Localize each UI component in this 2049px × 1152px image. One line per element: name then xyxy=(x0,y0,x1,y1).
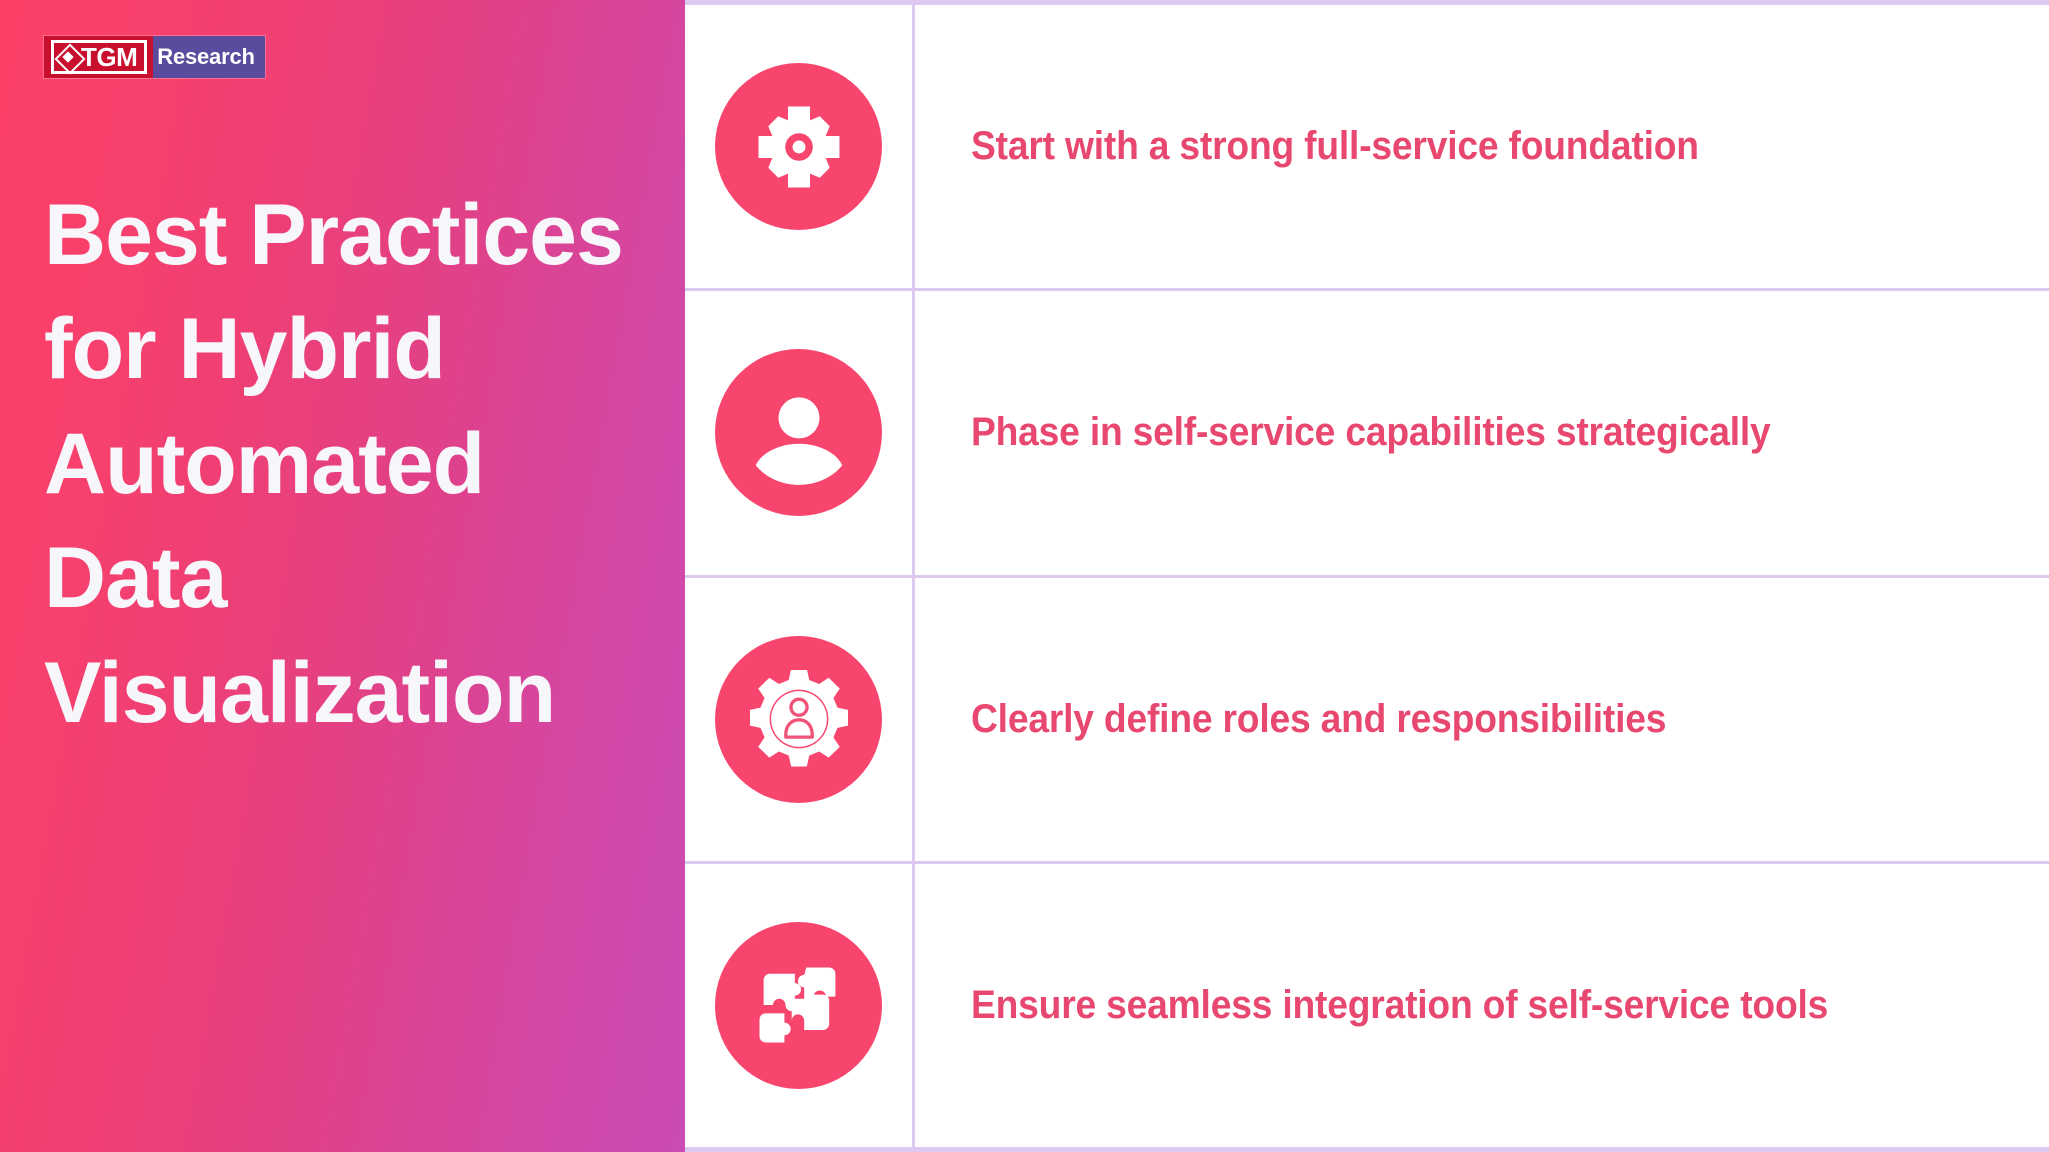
logo-secondary-text: Research xyxy=(157,44,255,69)
gear-user-icon xyxy=(749,670,848,767)
brand-logo: TGM Research xyxy=(44,36,265,78)
row-label: Start with a strong full-service foundat… xyxy=(971,124,1699,169)
best-practices-table: Start with a strong full-service foundat… xyxy=(685,0,2049,1152)
logo-primary-text: TGM xyxy=(81,42,138,72)
row-label: Phase in self-service capabilities strat… xyxy=(971,410,1771,455)
gear-icon xyxy=(758,106,839,188)
hero-panel: TGM Research Best Practices for Hybrid A… xyxy=(0,0,685,1152)
user-icon xyxy=(755,397,842,485)
table-row: Phase in self-service capabilities strat… xyxy=(685,291,2049,578)
row-label: Ensure seamless integration of self-serv… xyxy=(971,982,1829,1027)
row-icon-cell xyxy=(685,291,915,575)
row-text-cell: Ensure seamless integration of self-serv… xyxy=(915,863,2049,1147)
logo-primary-block: TGM xyxy=(44,36,154,78)
logo-primary-frame: TGM xyxy=(51,40,148,74)
icon-badge xyxy=(715,63,882,231)
row-icon-cell xyxy=(685,863,915,1147)
table-row: Start with a strong full-service foundat… xyxy=(685,5,2049,292)
puzzle-pieces-icon xyxy=(758,967,835,1043)
icon-badge xyxy=(715,921,882,1089)
table-row: Clearly define roles and responsibilitie… xyxy=(685,577,2049,864)
row-icon-cell xyxy=(685,5,915,289)
table-row: Ensure seamless integration of self-serv… xyxy=(685,863,2049,1147)
icon-badge xyxy=(715,349,882,517)
page-title: Best Practices for Hybrid Automated Data… xyxy=(44,187,624,741)
row-text-cell: Clearly define roles and responsibilitie… xyxy=(915,577,2049,861)
row-text-cell: Start with a strong full-service foundat… xyxy=(915,5,2049,289)
logo-secondary-block: Research xyxy=(153,36,265,78)
row-text-cell: Phase in self-service capabilities strat… xyxy=(915,291,2049,575)
row-icon-cell xyxy=(685,577,915,861)
icon-badge xyxy=(715,635,882,803)
diamond-icon xyxy=(58,47,78,67)
row-label: Clearly define roles and responsibilitie… xyxy=(971,696,1667,741)
